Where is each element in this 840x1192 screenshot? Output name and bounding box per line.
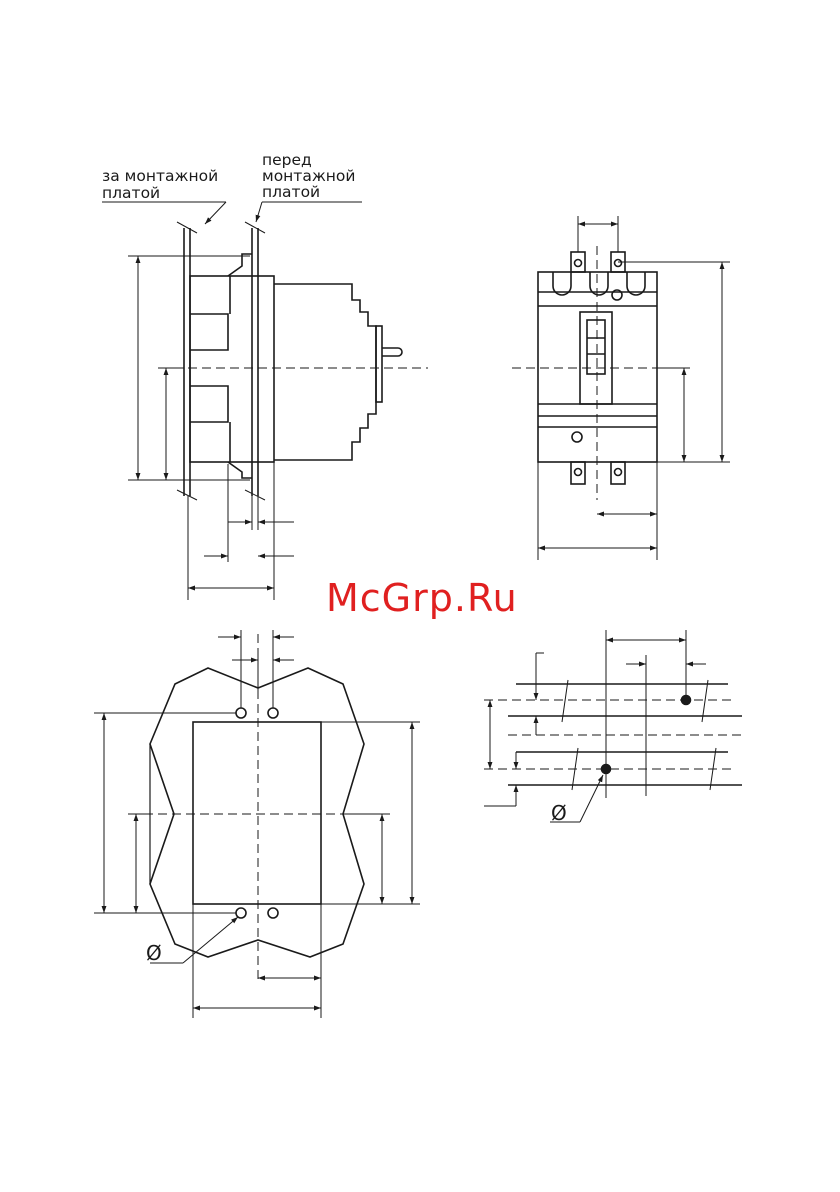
dim-cutout-half-width — [258, 904, 321, 1018]
mounting-hole-bottom-left — [236, 908, 246, 918]
dim-terminal-pitch — [578, 216, 618, 252]
mounting-plate-front — [245, 222, 265, 500]
dim-hole-half-vertical — [128, 814, 150, 913]
rivet-bottom — [572, 432, 582, 442]
front-view — [512, 216, 730, 560]
terminal-top-left — [571, 252, 585, 272]
terminal-bottom-left — [571, 462, 585, 484]
watermark: McGrp.Ru — [326, 576, 518, 620]
mounting-hole-top-left — [236, 708, 246, 718]
diameter-symbol-right: Ø — [551, 801, 567, 825]
broken-outline — [150, 668, 364, 957]
cutout-rectangle — [193, 722, 321, 904]
dim-base-depth — [188, 462, 274, 600]
dim-plate-thickness — [228, 496, 294, 530]
dim-cutout-width — [193, 904, 321, 1018]
dim-cutout-height — [321, 722, 420, 904]
dim-cutout-half-height — [343, 814, 390, 904]
bracket-lower — [228, 462, 252, 478]
handle-lever — [587, 320, 605, 374]
dim-bar-edge — [484, 752, 516, 806]
toggle-handle — [382, 348, 402, 356]
terminal-bottom-right — [611, 462, 625, 484]
handle-base — [376, 326, 382, 402]
diameter-symbol-left: Ø — [146, 941, 162, 965]
busbar-detail: Ø — [484, 630, 742, 825]
breaker-front-body — [274, 284, 376, 460]
panel-cutout-view: Ø — [94, 630, 420, 1018]
callout-leaders — [102, 202, 362, 224]
dim-hole-pitch — [218, 630, 294, 708]
mounting-plate-rear — [177, 222, 197, 500]
mounting-hole-bottom-right — [268, 908, 278, 918]
dim-height-half — [158, 368, 184, 480]
label-behind-plate-line1: за монтажной — [102, 167, 218, 185]
bracket-upper — [228, 254, 252, 276]
breaker-base — [190, 276, 274, 462]
side-view: за монтажной платой перед монтажной плат… — [102, 151, 428, 600]
terminal-lower — [190, 386, 228, 422]
dim-bar-thickness — [536, 653, 544, 735]
terminal-upper — [190, 314, 228, 350]
label-front-plate-line3: платой — [262, 183, 320, 201]
hole-diameter-callout — [150, 917, 238, 963]
mounting-hole-top-right — [268, 708, 278, 718]
dim-hole-spacing-vertical — [94, 713, 236, 913]
label-behind-plate-line2: платой — [102, 184, 160, 202]
dim-half-height — [657, 368, 690, 462]
dim-half-width — [597, 462, 657, 560]
handle-window — [580, 312, 612, 404]
